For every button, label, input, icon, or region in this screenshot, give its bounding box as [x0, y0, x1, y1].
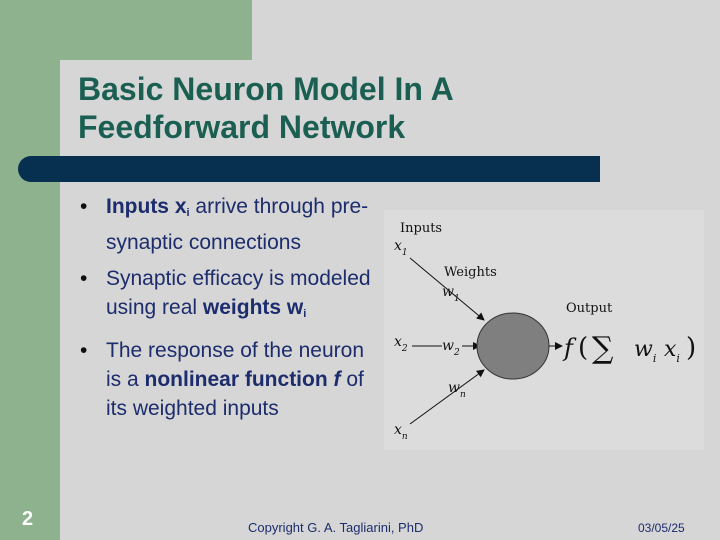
bullet-item-weights: • Synaptic efficacy is modeled using rea…	[78, 264, 378, 329]
weights-label: Weights	[444, 265, 497, 280]
bullet-text: The response of the neuron is a	[106, 339, 365, 391]
page-number: 2	[22, 508, 34, 530]
output-wi: wi	[634, 337, 656, 365]
copyright-footer: Copyright G. A. Tagliarini, PhD	[248, 520, 424, 535]
top-green-frame	[0, 0, 252, 60]
bullet-dot-icon: •	[80, 195, 88, 218]
bullet-subscript: i	[186, 207, 190, 219]
bullet-bold-text: nonlinear function	[144, 368, 334, 391]
left-green-frame	[0, 0, 60, 540]
date-footer: 03/05/25	[638, 521, 685, 535]
bullet-bold-text: Inputs x	[106, 195, 187, 218]
weight-wn: wn	[448, 380, 466, 400]
bullet-item-response: • The response of the neuron is a nonlin…	[78, 336, 378, 423]
output-open-paren: (	[578, 333, 588, 363]
bullet-bold-italic-text: f	[333, 368, 341, 391]
bullet-text: Synaptic efficacy is modeled using real	[106, 267, 371, 319]
bullet-text: of its weighted inputs	[106, 368, 364, 420]
bullet-item-inputs: • Inputs xi arrive through pre-synaptic …	[78, 192, 378, 257]
weight-w1: w1	[442, 284, 460, 304]
output-close-paren: )	[686, 333, 696, 363]
bullet-list: • Inputs xi arrive through pre-synaptic …	[78, 192, 378, 430]
input-x2: x2	[394, 334, 408, 354]
input-1-arrow	[409, 257, 485, 321]
input-xn: xn	[394, 422, 408, 442]
output-xi: xi	[664, 337, 680, 365]
input-n-arrow	[409, 369, 485, 425]
bullet-text: arrive through pre-synaptic connections	[106, 195, 369, 254]
bullet-dot-icon: •	[80, 339, 88, 362]
bullet-dot-icon: •	[80, 267, 88, 290]
output-function-f: f	[562, 334, 577, 362]
neuron-diagram: Inputs Weights Output x1 x2 xn w1 w2 wn …	[384, 210, 704, 450]
inputs-label: Inputs	[400, 221, 442, 236]
neuron-body	[476, 312, 550, 380]
weight-w2: w2	[442, 338, 460, 358]
input-x1: x1	[394, 238, 408, 258]
bullet-bold-text: weights w	[202, 296, 304, 319]
output-label: Output	[566, 301, 613, 316]
title-underline-bar	[18, 156, 600, 182]
slide-title: Basic Neuron Model In A Feedforward Netw…	[78, 71, 453, 145]
output-sigma: ∑	[592, 331, 614, 366]
bullet-subscript: i	[303, 308, 307, 320]
